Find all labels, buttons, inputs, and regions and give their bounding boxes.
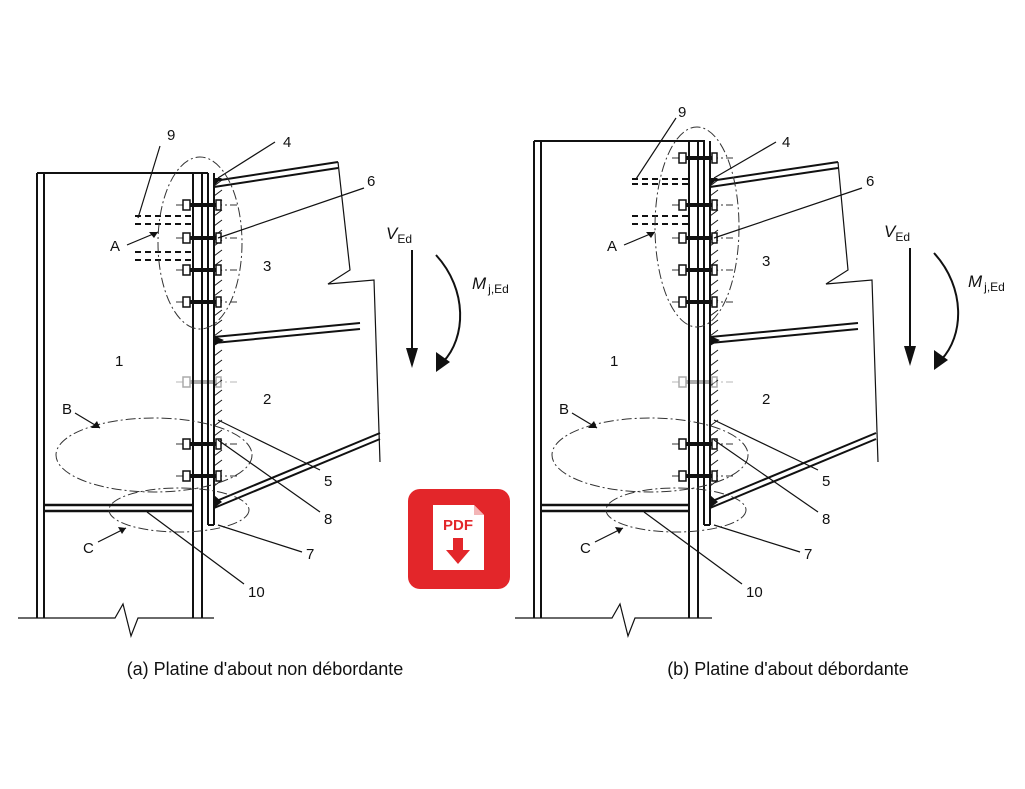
bolt xyxy=(176,199,237,211)
shear-arrow xyxy=(406,250,418,368)
bolt xyxy=(672,438,733,450)
caption-a: (a) Platine d'about non débordante xyxy=(127,659,404,679)
label-4: 4 xyxy=(283,134,291,151)
bolt xyxy=(672,264,733,276)
end-plate xyxy=(207,173,215,526)
zone-label-c: C xyxy=(83,540,94,557)
label-1: 1 xyxy=(610,353,618,370)
label-4: 4 xyxy=(782,134,790,151)
bolt xyxy=(672,470,733,482)
bolt xyxy=(176,470,237,482)
zone-label-b: B xyxy=(559,401,569,418)
zone-label-b: B xyxy=(62,401,72,418)
leader-lines xyxy=(571,117,863,585)
label-10: 10 xyxy=(746,584,763,601)
bolt xyxy=(176,296,237,308)
label-6: 6 xyxy=(367,173,375,190)
end-plate xyxy=(703,141,711,526)
label-3: 3 xyxy=(263,258,271,275)
bolt xyxy=(176,438,237,450)
moment-arrow xyxy=(435,254,462,372)
zone-label-c: C xyxy=(580,540,591,557)
caption-b: (b) Platine d'about débordante xyxy=(667,659,909,679)
zone-label-a: A xyxy=(607,238,617,255)
label-7: 7 xyxy=(804,546,812,563)
bolt xyxy=(672,199,733,211)
column xyxy=(18,172,214,638)
label-8: 8 xyxy=(324,511,332,528)
shear-label: VEd xyxy=(386,224,412,246)
label-9: 9 xyxy=(678,104,686,121)
label-2: 2 xyxy=(263,391,271,408)
bolt xyxy=(672,152,733,164)
bolt xyxy=(176,264,237,276)
label-9: 9 xyxy=(167,127,175,144)
pdf-label: PDF xyxy=(443,517,473,534)
stiffener-plate xyxy=(541,503,689,513)
panel-a: 1 2 3 4 5 6 7 8 9 10 A B C VEd Mj,Ed (a)… xyxy=(18,127,509,679)
label-2: 2 xyxy=(762,391,770,408)
zone-outlines xyxy=(551,126,749,533)
label-3: 3 xyxy=(762,253,770,270)
label-8: 8 xyxy=(822,511,830,528)
label-7: 7 xyxy=(306,546,314,563)
stiffener-plate xyxy=(44,503,193,513)
beam xyxy=(213,161,381,509)
label-5: 5 xyxy=(324,473,332,490)
label-1: 1 xyxy=(115,353,123,370)
shear-label: VEd xyxy=(884,222,910,244)
panel-b: 1 2 3 4 5 6 7 8 9 10 A B C VEd Mj,Ed (b)… xyxy=(515,104,1005,679)
beam xyxy=(709,161,879,509)
pdf-download-badge[interactable]: PDF xyxy=(408,489,510,589)
zone-label-a: A xyxy=(110,238,120,255)
label-5: 5 xyxy=(822,473,830,490)
column xyxy=(515,140,712,638)
bolt-row xyxy=(176,199,237,482)
moment-arrow xyxy=(933,252,960,370)
zone-outlines xyxy=(55,156,253,533)
leader-lines xyxy=(74,141,365,585)
label-6: 6 xyxy=(866,173,874,190)
label-10: 10 xyxy=(248,584,265,601)
bolt-faded xyxy=(672,376,733,388)
bolt-faded xyxy=(176,376,237,388)
shear-arrow xyxy=(904,248,916,366)
bolt xyxy=(672,296,733,308)
bolt-row xyxy=(672,152,733,482)
pdf-download-icon: PDF xyxy=(433,505,484,570)
